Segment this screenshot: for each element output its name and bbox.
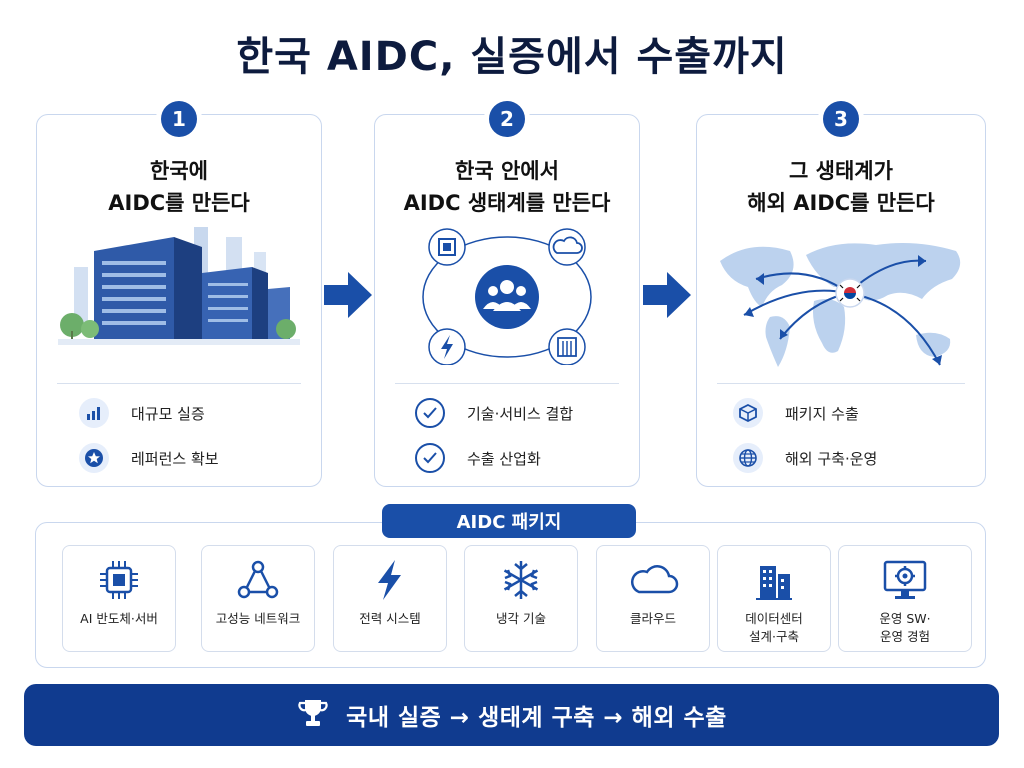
step-number-badge: 2	[489, 101, 525, 137]
step-heading-line2: AIDC를 만든다	[108, 191, 250, 215]
check-circle-icon	[415, 398, 445, 428]
package-item-label: 클라우드	[597, 610, 709, 628]
building-icon	[752, 558, 796, 606]
trophy-icon	[296, 696, 330, 734]
step-heading-line2: 해외 AIDC를 만든다	[747, 191, 935, 215]
package-item-label: 냉각 기술	[465, 610, 577, 628]
step-heading-line1: 한국 안에서	[455, 159, 559, 183]
package-item-power: 전력 시스템	[333, 545, 447, 652]
summary-banner: 국내 실증 → 생태계 구축 → 해외 수출	[24, 684, 999, 746]
package-item-line1: 전력 시스템	[359, 611, 421, 626]
feature-item: 해외 구축·운영	[733, 443, 877, 473]
step-number-badge: 1	[161, 101, 197, 137]
snowflake-icon	[499, 558, 543, 606]
globe-icon	[733, 443, 763, 473]
flow-arrow-icon	[322, 268, 376, 326]
package-item-label: AI 반도체·서버	[63, 610, 175, 628]
step-card-1: 1 한국에 AIDC를 만든다	[36, 101, 322, 487]
package-item-line1: 고성능 네트워크	[215, 611, 301, 626]
star-badge-icon	[79, 443, 109, 473]
package-item-label: 고성능 네트워크	[202, 610, 314, 628]
package-item-label: 데이터센터 설계·구축	[718, 610, 830, 646]
summary-text: 국내 실증 → 생태계 구축 → 해외 수출	[346, 705, 727, 731]
feature-label: 해외 구축·운영	[785, 449, 878, 468]
world-map-illustration	[710, 231, 972, 385]
package-item-line1: 운영 SW·	[879, 611, 931, 626]
package-item-network: 고성능 네트워크	[201, 545, 315, 652]
package-item-label: 운영 SW· 운영 경험	[839, 610, 971, 646]
check-circle-icon	[415, 443, 445, 473]
step-heading: 한국에 AIDC를 만든다	[37, 155, 321, 219]
package-item-ops-sw: 운영 SW· 운영 경험	[838, 545, 972, 652]
package-item-cloud: 클라우드	[596, 545, 710, 652]
package-item-label: 전력 시스템	[334, 610, 446, 628]
package-item-line2: 설계·구축	[749, 629, 799, 644]
package-item-line1: AI 반도체·서버	[80, 611, 158, 626]
feature-label: 대규모 실증	[131, 404, 205, 423]
box-icon	[733, 398, 763, 428]
feature-item: 패키지 수출	[733, 398, 859, 428]
step-heading-line2: AIDC 생태계를 만든다	[403, 191, 611, 215]
step-heading-line1: 그 생태계가	[789, 159, 893, 183]
card-divider	[395, 383, 619, 384]
bar-chart-icon	[79, 398, 109, 428]
page-title: 한국 AIDC, 실증에서 수출까지	[236, 34, 788, 80]
card-divider	[57, 383, 301, 384]
package-item-ai-chip: AI 반도체·서버	[62, 545, 176, 652]
package-item-line1: 클라우드	[629, 611, 676, 626]
package-item-cooling: 냉각 기술	[464, 545, 578, 652]
monitor-gear-icon	[881, 558, 929, 606]
package-item-datacenter: 데이터센터 설계·구축	[717, 545, 831, 652]
step-number-badge: 3	[823, 101, 859, 137]
feature-label: 수출 산업화	[467, 449, 541, 468]
feature-label: 레퍼런스 확보	[131, 449, 219, 468]
data-center-buildings-illustration	[54, 227, 304, 361]
package-label: AIDC 패키지	[382, 504, 636, 538]
card-divider	[717, 383, 965, 384]
step-card-3: 3 그 생태계가 해외 AIDC를 만든다	[696, 101, 986, 487]
chip-icon	[97, 558, 141, 606]
feature-label: 기술·서비스 결합	[467, 404, 574, 423]
flow-arrow-icon	[641, 268, 695, 326]
step-heading-line1: 한국에	[150, 159, 208, 183]
feature-label: 패키지 수출	[785, 404, 859, 423]
package-item-line1: 데이터센터	[745, 611, 803, 626]
cloud-icon	[627, 558, 679, 606]
feature-item: 대규모 실증	[79, 398, 205, 428]
feature-item: 수출 산업화	[415, 443, 541, 473]
step-card-2: 2 한국 안에서 AIDC 생태계를 만든다	[374, 101, 640, 487]
network-icon	[236, 558, 280, 606]
lightning-icon	[368, 558, 412, 606]
package-item-line1: 냉각 기술	[496, 611, 546, 626]
feature-item: 레퍼런스 확보	[79, 443, 219, 473]
step-heading: 그 생태계가 해외 AIDC를 만든다	[697, 155, 985, 219]
step-heading: 한국 안에서 AIDC 생태계를 만든다	[375, 155, 639, 219]
feature-item: 기술·서비스 결합	[415, 398, 573, 428]
package-item-line2: 운영 경험	[880, 629, 930, 644]
ecosystem-illustration	[407, 225, 607, 369]
